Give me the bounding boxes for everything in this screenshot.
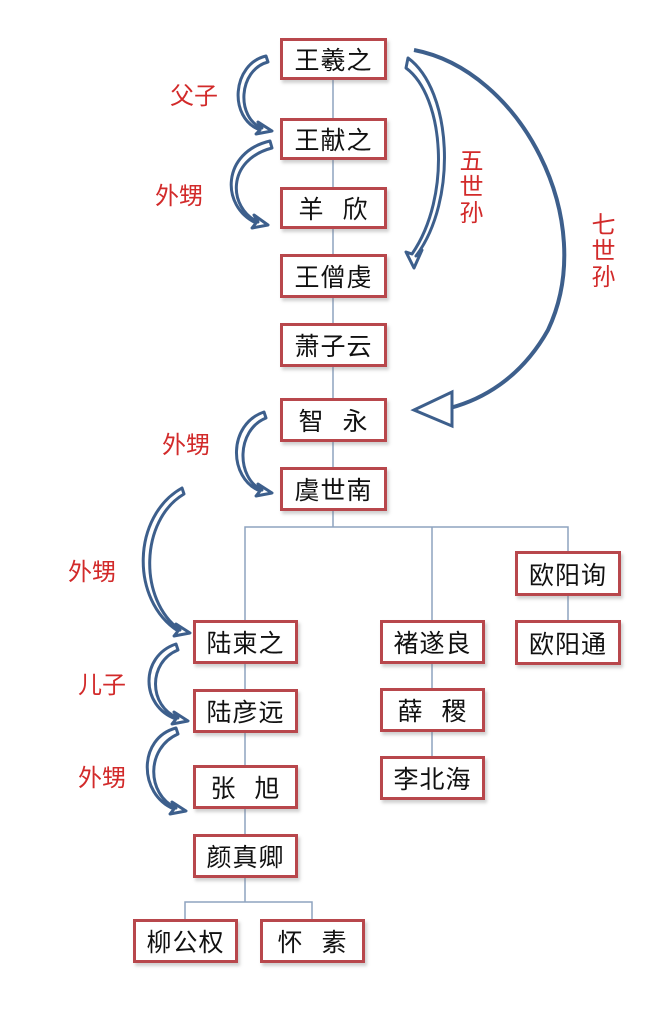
node-huai-su: 怀 素 [260,919,365,963]
node-chu-suiliang: 褚遂良 [380,620,485,664]
relation-label-nephew: 外甥 [68,558,116,586]
relation-label-nephew: 外甥 [162,431,210,459]
curved-arrow-icon [147,642,190,726]
node-zhang-xu: 张 旭 [193,765,298,809]
node-liu-gongquan: 柳公权 [133,919,238,963]
fifth-gen-arrow-icon [404,56,446,270]
curved-arrow-icon [145,726,188,816]
node-li-beihai: 李北海 [380,756,485,800]
curved-arrow-icon [141,486,192,638]
node-wang-xizhi: 王羲之 [280,38,387,80]
relation-label-fifth-gen: 五世孙 [455,148,483,226]
node-wang-xianzhi: 王献之 [280,118,387,160]
connector-line [244,526,569,620]
node-lu-yanyuan: 陆彦远 [193,689,298,733]
curved-arrow-icon [235,410,274,498]
node-lu-jianzhi: 陆柬之 [193,620,298,664]
node-ouyang-tong: 欧阳通 [515,620,621,665]
curved-arrow-icon [229,139,274,230]
node-wang-sengqian: 王僧虔 [280,254,387,298]
node-xiao-ziyun: 萧子云 [280,323,387,367]
relation-label-seventh-gen: 七世孙 [587,212,615,290]
relation-label-father-son: 父子 [170,82,218,110]
node-ouyang-xun: 欧阳询 [515,551,621,596]
curved-arrow-icon [236,54,274,136]
connector-line [184,901,313,919]
relation-label-nephew: 外甥 [155,182,203,210]
node-yu-shinan: 虞世南 [280,467,387,511]
relation-label-son: 儿子 [78,671,126,699]
relation-label-nephew: 外甥 [78,764,126,792]
seventh-gen-arrowhead-icon [410,389,454,429]
seventh-gen-arrow-line [413,48,567,410]
node-yang-xin: 羊 欣 [280,187,387,229]
node-yan-zhenqing: 颜真卿 [193,834,298,878]
node-zhi-yong: 智 永 [280,398,387,442]
node-xue-ji: 薛 稷 [380,688,485,732]
